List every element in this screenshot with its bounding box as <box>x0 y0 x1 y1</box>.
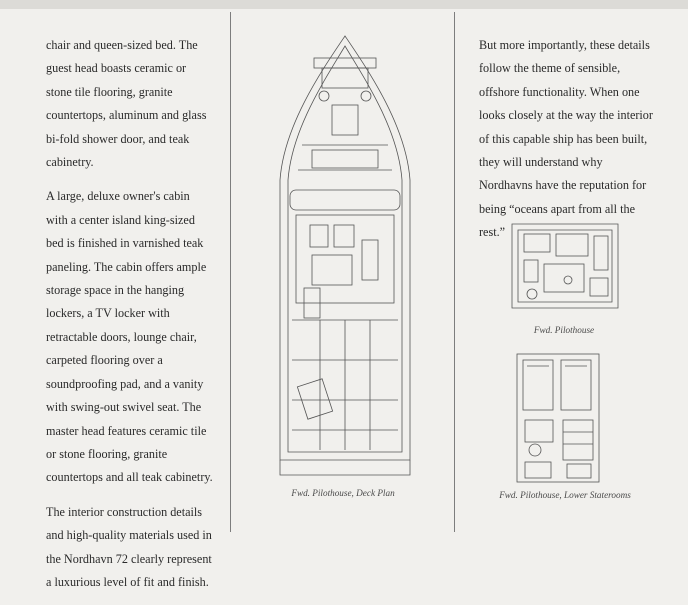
caption-pilothouse: Fwd. Pilothouse <box>533 325 595 335</box>
brochure-page: chair and queen-sized bed. The guest hea… <box>0 0 688 589</box>
deck-plan-drawing <box>279 35 411 476</box>
column-divider-left <box>230 12 231 532</box>
column-divider-right <box>454 12 455 532</box>
paragraph-guest-head: chair and queen-sized bed. The guest hea… <box>46 38 207 170</box>
paragraph-functionality: But more importantly, these details foll… <box>479 38 653 240</box>
text-column-right: But more importantly, these details foll… <box>479 34 659 256</box>
paragraph-owners-cabin: A large, deluxe owner's cabin with a cen… <box>46 189 213 485</box>
lower-staterooms-drawing <box>516 353 600 483</box>
text-column-left: chair and queen-sized bed. The guest hea… <box>46 34 214 605</box>
paragraph-construction: The interior construction details and hi… <box>46 504 212 589</box>
pilothouse-drawing <box>511 223 619 309</box>
page-top-band <box>0 0 688 9</box>
caption-deck-plan: Fwd. Pilothouse, Deck Plan <box>291 488 395 498</box>
caption-lower-staterooms: Fwd. Pilothouse, Lower Staterooms <box>499 490 631 500</box>
